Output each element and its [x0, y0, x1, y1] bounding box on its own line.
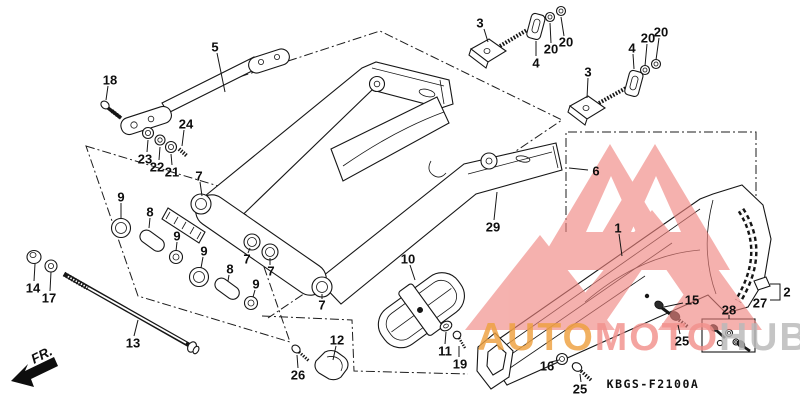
leader-line: [332, 345, 337, 361]
chain-adjuster-assemblies: [468, 5, 662, 126]
part-number-label: 24: [179, 117, 194, 132]
part-number-label: 20: [544, 42, 558, 57]
part-number-label: 19: [453, 357, 467, 372]
leader-line: [252, 289, 256, 298]
leader-line: [148, 217, 151, 229]
part-number-label: 3: [584, 65, 591, 80]
leader-line: [560, 16, 565, 37]
part-number-label: 4: [628, 41, 636, 56]
part-number-label: 7: [243, 252, 250, 267]
leader-line: [33, 263, 36, 282]
chain-slider-assembly: [291, 272, 467, 381]
part-number-label: 28: [722, 303, 736, 318]
part-number-label: 21: [165, 165, 179, 180]
leader-line: [549, 22, 552, 44]
part-number-label: 6: [592, 164, 599, 179]
leader-line: [550, 359, 560, 363]
part-number-label: 20: [559, 35, 573, 50]
drive-chain: [734, 207, 758, 303]
leader-line: [146, 139, 149, 153]
leader-line: [296, 354, 299, 369]
part-number-label: 25: [573, 382, 587, 397]
leader-line: [247, 247, 251, 254]
swingarm-outline: [161, 61, 563, 305]
leader-line: [483, 28, 489, 43]
leader-line: [663, 302, 684, 308]
part-number-label: 7: [267, 264, 274, 279]
part-number-label: 2: [783, 285, 790, 300]
callout-bracket: [770, 283, 781, 301]
watermark-text: AUTOMOTOHUB: [477, 316, 800, 359]
leader-line: [133, 319, 139, 337]
part-number-label: 27: [753, 296, 767, 311]
part-number-label: 13: [126, 336, 140, 351]
leader-line: [493, 191, 498, 221]
leader-line: [227, 274, 230, 282]
part-number-label: 8: [146, 205, 153, 220]
part-number-label: 16: [540, 359, 554, 374]
pivot-bolt-assembly: [26, 249, 200, 355]
part-number-label: 15: [685, 293, 699, 308]
leader-line: [49, 271, 52, 292]
part-number-label: 1: [614, 221, 621, 236]
leader-line: [586, 77, 589, 99]
leader-line: [175, 241, 178, 252]
part-number-label: 12: [330, 333, 344, 348]
part-number-label: 9: [173, 229, 180, 244]
part-number-label: 7: [318, 298, 325, 313]
leader-line: [216, 52, 226, 93]
leader-line: [409, 264, 416, 281]
part-number-label: 10: [401, 252, 415, 267]
leader-line: [568, 167, 589, 171]
leader-line: [644, 43, 648, 67]
part-number-label: 26: [291, 368, 305, 383]
part-number-label: 22: [150, 160, 164, 175]
part-number-label: 3: [476, 16, 483, 31]
leader-line: [579, 373, 582, 383]
part-number-label: 5: [211, 40, 218, 55]
part-number-label: 4: [532, 56, 540, 71]
leader-line: [199, 181, 203, 197]
part-number-label: 11: [438, 344, 452, 359]
fr-direction-arrow: FR.: [11, 343, 58, 387]
leader-line: [181, 129, 185, 147]
leader-line: [655, 37, 660, 61]
part-number-label: 9: [252, 277, 259, 292]
part-number-label: 14: [26, 281, 41, 296]
leader-line: [170, 153, 173, 166]
part-number-label: 20: [641, 31, 655, 46]
part-number-label: 9: [200, 244, 207, 259]
part-number-label: 9: [117, 190, 124, 205]
part-number-label: 25: [675, 334, 689, 349]
watermark-logo: [465, 144, 762, 330]
leader-line: [158, 146, 161, 161]
torque-rod-assembly: [100, 48, 290, 158]
part-number-label: 17: [42, 291, 56, 306]
leader-line: [677, 324, 681, 335]
part-number-label: 7: [195, 169, 202, 184]
leader-line: [444, 331, 447, 345]
part-number-label: 23: [138, 152, 152, 167]
leader-line: [632, 53, 635, 70]
diagram-code: KBGS-F2100A: [607, 377, 700, 391]
leader-line: [618, 233, 623, 257]
part-number-label: 18: [103, 73, 117, 88]
part-number-label: 29: [486, 220, 500, 235]
leader-line: [105, 85, 109, 101]
part-number-label: 20: [654, 25, 668, 40]
part-number-label: 8: [226, 262, 233, 277]
pivot-bearing-kit: [110, 217, 259, 311]
leader-line: [200, 256, 204, 269]
